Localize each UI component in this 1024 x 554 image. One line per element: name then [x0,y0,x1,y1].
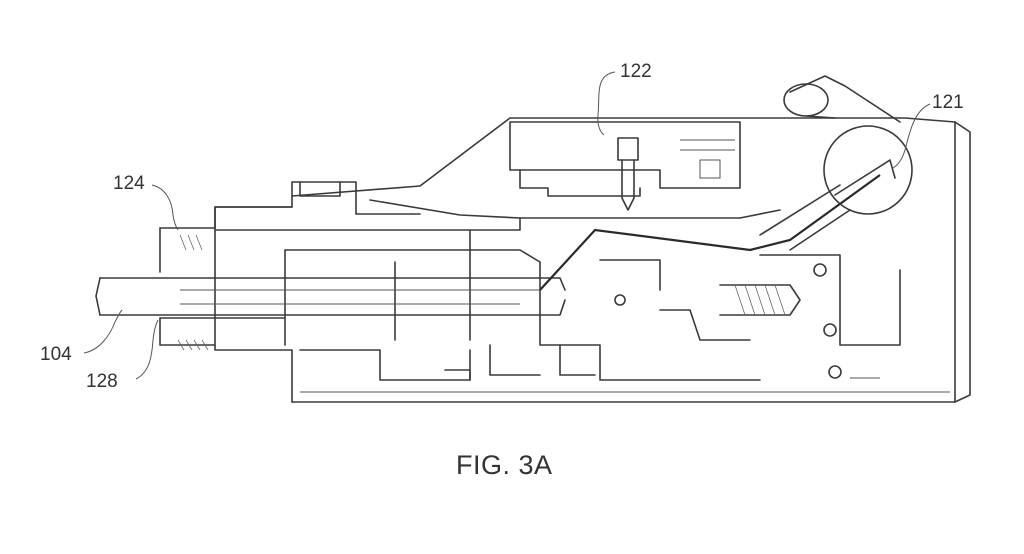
leader-104 [83,309,123,354]
leader-128 [135,319,159,380]
leader-124 [151,184,179,231]
shaft-104 [95,277,566,316]
outer-housing [214,117,971,403]
reference-label-128: 128 [86,371,118,392]
reference-label-121: 121 [932,92,964,113]
leader-122 [597,71,616,136]
reference-label-124: 124 [113,173,145,194]
reference-label-104: 104 [40,344,72,365]
figure-caption: FIG. 3A [456,450,553,480]
leader-lines [83,71,931,380]
component-122-block [509,121,741,211]
cable [369,174,881,291]
detail-circle-121 [759,125,913,251]
spring-assembly [719,254,901,379]
upper-sleeve-124 [159,181,421,273]
reference-label-122: 122 [620,61,652,82]
lower-sleeve-128 [159,317,286,351]
inner-body [214,209,781,381]
top-cylinder [783,75,901,123]
leader-121 [892,103,931,169]
